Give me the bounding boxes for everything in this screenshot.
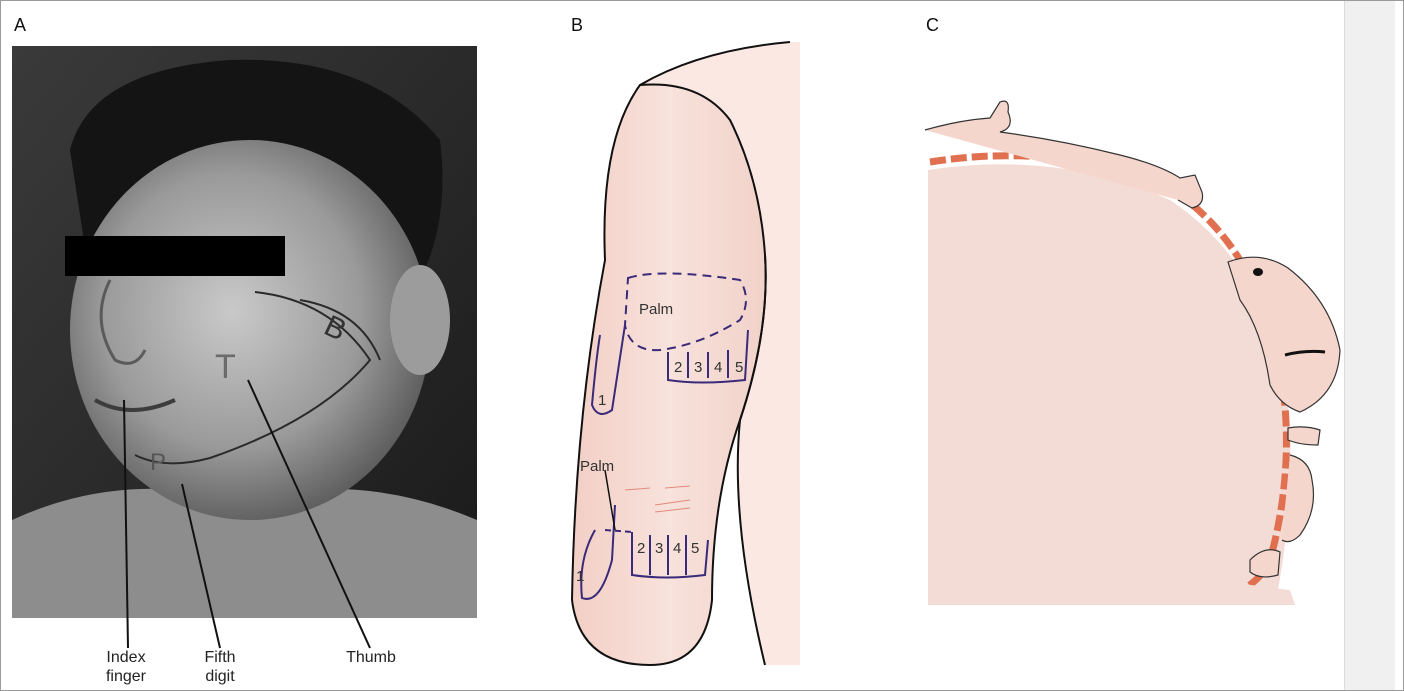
homunculus-teeth (1288, 427, 1320, 445)
cortex-section (928, 164, 1291, 605)
homunculus-eye (1253, 268, 1263, 276)
